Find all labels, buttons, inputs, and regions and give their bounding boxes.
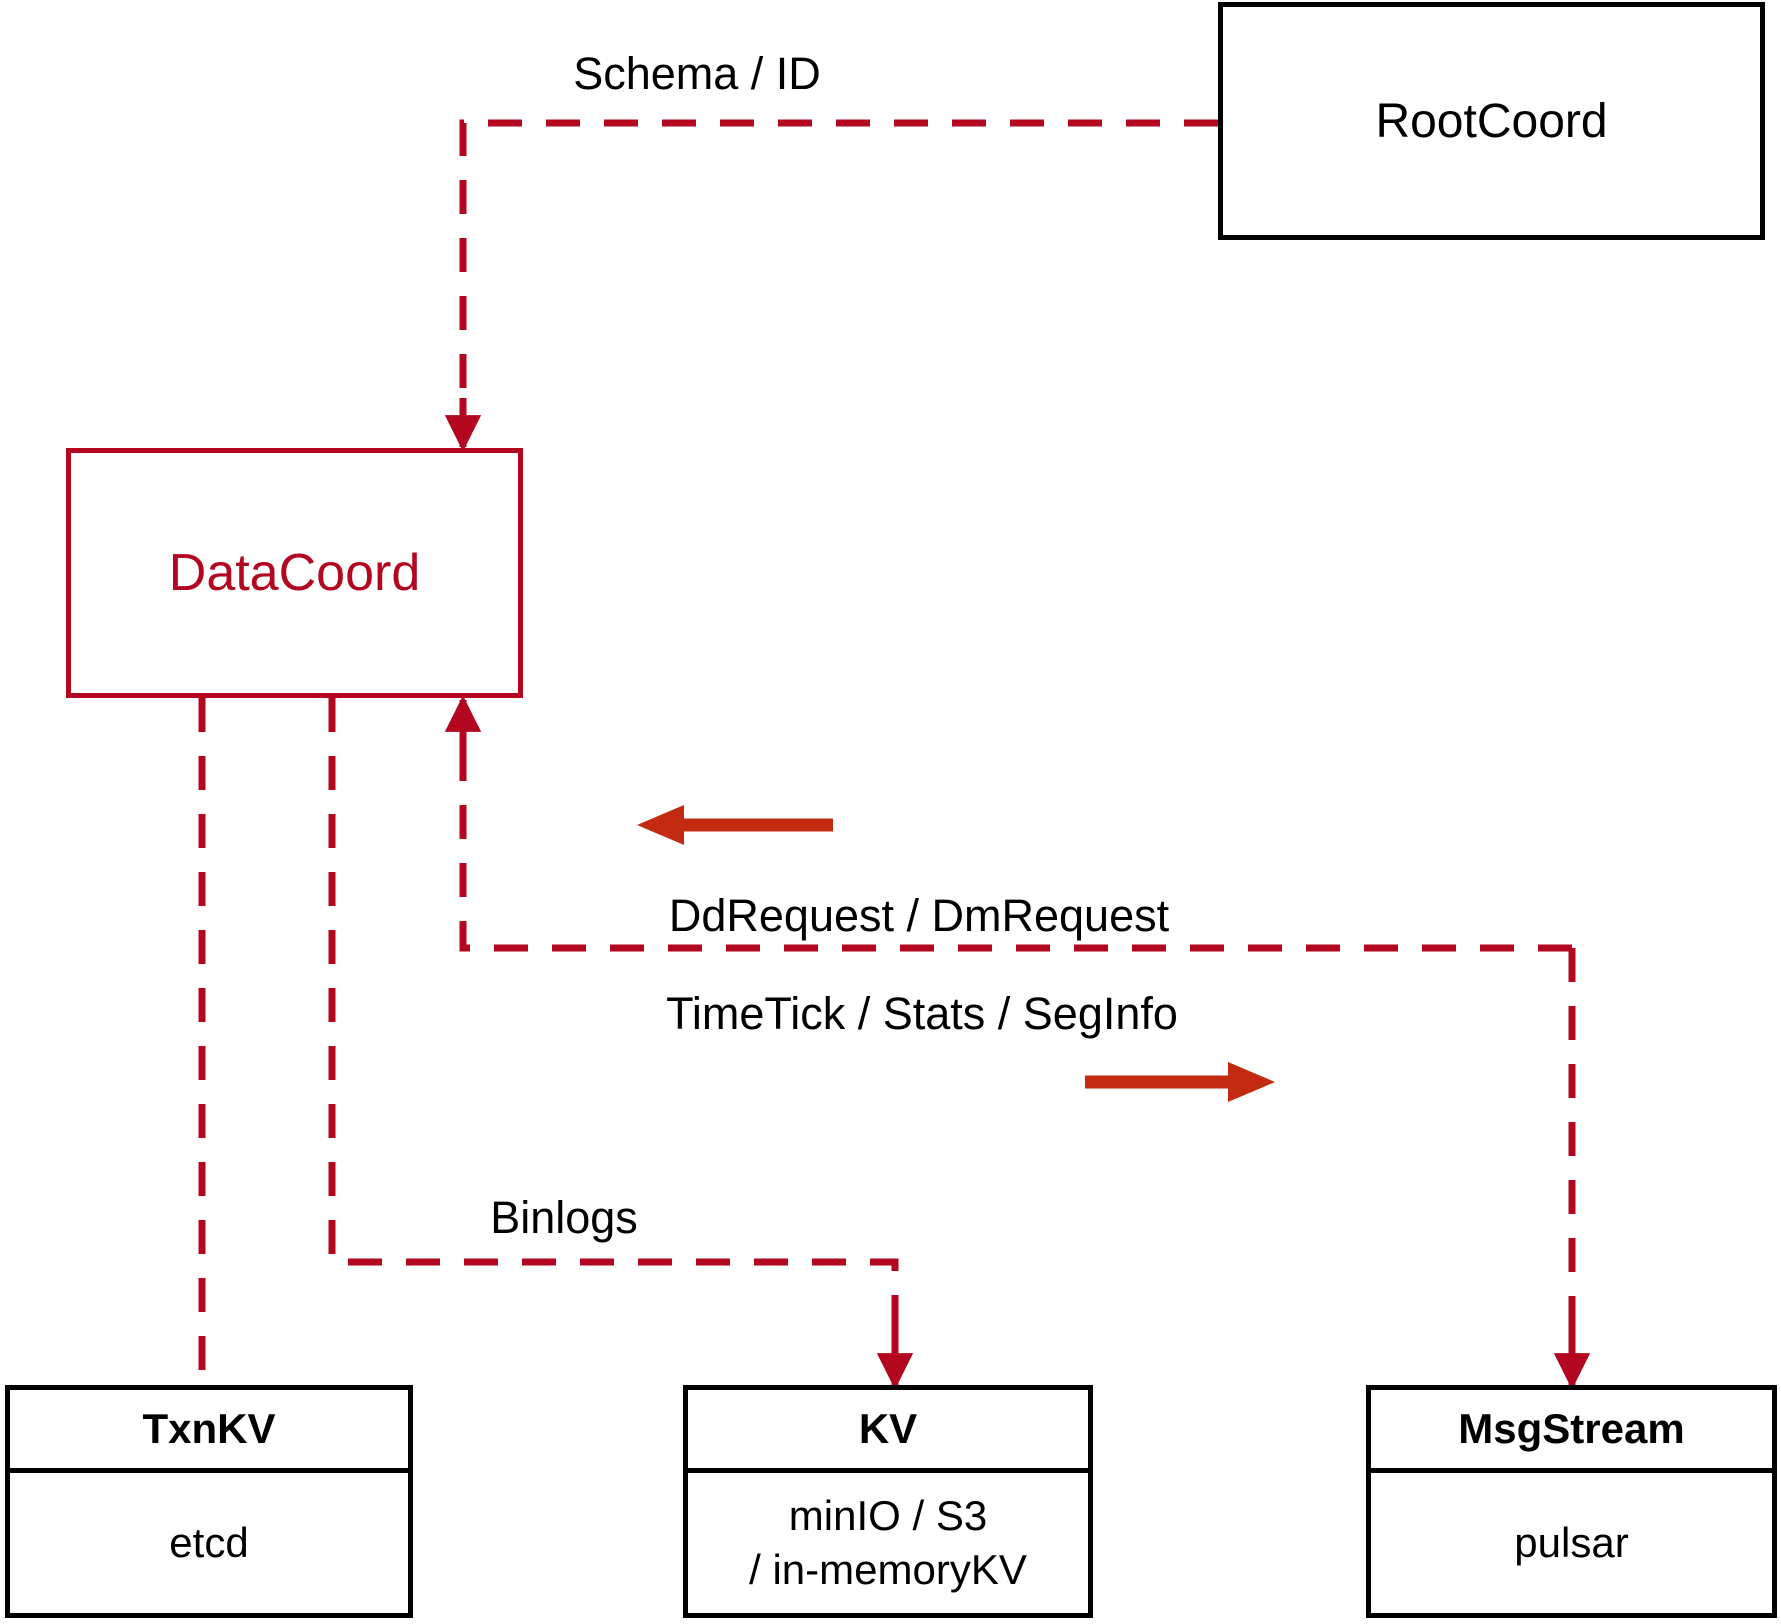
edge-datacoord-to-kv	[328, 698, 914, 1390]
node-datacoord-label: DataCoord	[168, 544, 421, 602]
edge-label-binlogs: Binlogs	[490, 1192, 638, 1243]
node-kv[interactable]: KV minIO / S3 / in-memoryKV	[683, 1385, 1093, 1618]
node-txnkv-divider	[10, 1468, 408, 1473]
node-msgstream-divider	[1371, 1468, 1772, 1473]
node-txnkv-sub-line1: etcd	[169, 1519, 249, 1567]
node-kv-sub-line1: minIO / S3	[788, 1492, 988, 1540]
node-msgstream-title: MsgStream	[1458, 1405, 1685, 1452]
node-txnkv[interactable]: TxnKV etcd	[5, 1385, 413, 1618]
node-datacoord[interactable]: DataCoord	[66, 448, 523, 698]
node-kv-divider	[688, 1468, 1088, 1473]
node-msgstream-subtitle: pulsar	[1371, 1473, 1772, 1613]
node-rootcoord-label: RootCoord	[1375, 94, 1608, 148]
direction-arrow-left-icon	[637, 805, 833, 845]
node-txnkv-subtitle: etcd	[10, 1473, 408, 1613]
edge-label-dd-dm-request: DdRequest / DmRequest	[668, 890, 1170, 941]
edge-rootcoord-to-datacoord	[444, 119, 1218, 452]
direction-arrow-right-icon	[1085, 1062, 1275, 1102]
node-kv-title: KV	[858, 1405, 918, 1452]
node-rootcoord[interactable]: RootCoord	[1218, 2, 1765, 240]
node-msgstream[interactable]: MsgStream pulsar	[1366, 1385, 1777, 1618]
edge-label-timetick-stats-seginfo: TimeTick / Stats / SegInfo	[666, 988, 1178, 1039]
node-kv-sub-line2: / in-memoryKV	[749, 1546, 1027, 1593]
edge-msgstream-to-datacoord	[444, 695, 1572, 952]
edge-label-schema-id: Schema / ID	[573, 48, 821, 99]
node-txnkv-title: TxnKV	[142, 1405, 276, 1452]
node-msgstream-sub-line1: pulsar	[1514, 1519, 1629, 1567]
node-kv-subtitle: minIO / S3 / in-memoryKV	[688, 1473, 1088, 1613]
